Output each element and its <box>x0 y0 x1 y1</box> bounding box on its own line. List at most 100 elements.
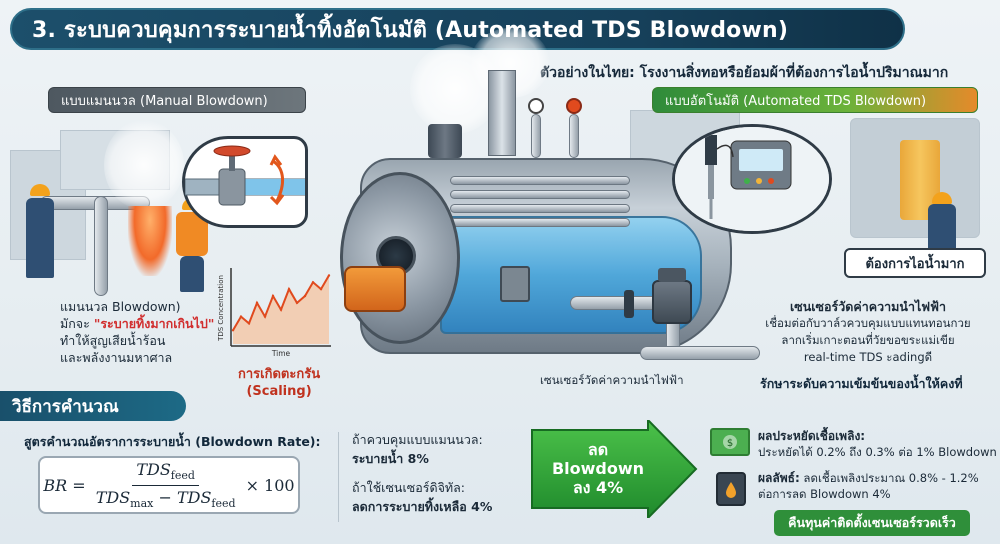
manual-compare-v: ระบายน้ำ 8% <box>352 451 429 466</box>
manual-pipe-down <box>94 196 108 296</box>
example-caption: ตัวอย่างในไทย: โรงงานสิ่งทอหรือย้อมผ้าที… <box>540 65 949 81</box>
payback-badge: คืนทุนค่าติดตั้งเซนเซอร์รวดเร็ว <box>774 510 970 536</box>
formula-den-b: TDS <box>176 487 212 507</box>
formula-den-a-sub: max <box>130 496 154 510</box>
manual-desc-prefix: มักจะ <box>60 316 94 331</box>
reduction-arrow <box>530 417 698 521</box>
auto-valve-icon <box>652 280 692 324</box>
digital-compare-q: ถ้าใช้เซนเซอร์ดิจิทัล: <box>352 480 466 495</box>
auto-description: เซนเซอร์วัดค่าความนำไฟฟ้า เชื่อมต่อกับวา… <box>742 298 994 366</box>
hot-water-spray <box>128 206 172 276</box>
arrow-line1: ลด <box>587 440 609 459</box>
scaling-label: การเกิดตะกรัน (Scaling) <box>238 366 320 400</box>
conductivity-meter-icon <box>675 127 829 231</box>
auto-valve-actuator <box>658 268 686 282</box>
chart-ylabel: TDS Concentration <box>217 275 225 342</box>
worker-right-helmet <box>932 192 952 204</box>
worker-left <box>26 198 54 278</box>
manual-desc-line3: ทำให้สูญเสียน้ำร้อน <box>60 333 166 348</box>
digital-compare: ถ้าใช้เซนเซอร์ดิจิทัล: ลดการระบายทิ้งเหล… <box>352 478 492 516</box>
fuel-saving-text: ประหยัดได้ 0.2% ถึง 0.3% ต่อ 1% Blowdown <box>758 445 997 459</box>
chart-point <box>319 287 323 291</box>
blowdown-pipe-out <box>640 346 760 360</box>
formula-den-a: TDS <box>95 487 131 507</box>
valve-inset <box>182 136 308 228</box>
manual-compare-q: ถ้าควบคุมแบบแมนนวล: <box>352 432 483 447</box>
auto-blowdown-pill: แบบอัตโนมัติ (Automated TDS Blowdown) <box>652 87 978 113</box>
auto-sensor-line1: เชื่อมต่อกับวาล์วควบคุมแบบแทนทอนกวย <box>765 316 971 330</box>
fuel-saving-title: ผลประหยัดเชื้อเพลิง: <box>758 429 866 443</box>
manual-blowdown-label: แบบแมนนวล (Manual Blowdown) <box>61 93 268 109</box>
boiler-stack <box>428 124 462 158</box>
formula-num-sub: feed <box>170 469 195 483</box>
result-line2: ต่อการลด Blowdown 4% <box>758 487 891 501</box>
fuel-drop-icon <box>726 482 736 498</box>
manual-desc-line1: แมนนวล Blowdown) <box>60 299 181 314</box>
reduction-arrow-icon <box>531 417 698 521</box>
fire-tube-4 <box>450 218 630 227</box>
arrow-line2: Blowdown <box>551 459 645 478</box>
chart-point <box>263 315 267 318</box>
formula-lhs: BR = <box>43 475 86 495</box>
boiler-sensor-label: เซนเซอร์วัดค่าความนำไฟฟ้า <box>540 373 684 387</box>
pressure-gauge-icon <box>528 98 544 114</box>
tds-chart: TDS Concentration Time <box>213 264 335 360</box>
valve-icon <box>184 145 306 206</box>
worker-center-legs <box>180 256 204 292</box>
digital-compare-v: ลดการระบายทิ้งเหลือ 4% <box>352 499 493 514</box>
reduction-arrow-text: ลด Blowdown ลง 4% <box>544 440 652 497</box>
svg-text:$: $ <box>727 438 733 449</box>
formula-den-b-sub: feed <box>211 496 236 510</box>
manual-steam-cloud <box>104 120 184 210</box>
result: ผลลัพธ์: ลดเชื้อเพลิงประมาณ 0.8% - 1.2% … <box>758 470 979 502</box>
worker-left-helmet <box>30 184 50 196</box>
chart-point <box>239 315 243 318</box>
page-title-text: 3. ระบบควบคุมการระบายน้ำทิ้งอัตโนมัติ (A… <box>32 17 789 43</box>
chart-area-fill <box>233 275 329 344</box>
chart-point <box>311 281 315 284</box>
calc-banner-text: วิธีการคำนวณ <box>12 396 119 417</box>
formula-times: × 100 <box>245 475 295 495</box>
chart-point <box>231 329 235 332</box>
control-label: รักษาระดับความเข้มข้นของน้ำให้คงที่ <box>760 376 963 391</box>
chart-point <box>287 287 291 291</box>
result-text1: ลดเชื้อเพลิงประมาณ 0.8% - 1.2% <box>799 471 979 485</box>
fire-tube-2 <box>450 190 630 199</box>
auto-blowdown-label: แบบอัตโนมัติ (Automated TDS Blowdown) <box>665 93 927 109</box>
need-steam-label: ต้องการไอน้ำมาก <box>844 248 986 278</box>
scaling-line1: การเกิดตะกรัน <box>238 367 321 382</box>
payback-text: คืนทุนค่าติดตั้งเซนเซอร์รวดเร็ว <box>788 515 956 530</box>
formula-fraction: TDSfeed TDSmax − TDSfeed <box>92 460 240 509</box>
manual-compare: ถ้าควบคุมแบบแมนนวล: ระบายน้ำ 8% <box>352 430 483 468</box>
chart-point <box>255 301 259 305</box>
manual-desc-highlight: "ระบายทิ้งมากเกินไป" <box>93 316 215 331</box>
manual-desc-line2: มักจะ "ระบายทิ้งมากเกินไป" <box>60 315 214 332</box>
fire-tube-1 <box>450 176 630 185</box>
scaling-line2: (Scaling) <box>246 384 312 399</box>
manual-desc-line4: และพลังงานมหาศาล <box>60 350 173 365</box>
boiler-chimney <box>488 70 516 156</box>
formula-num-text: TDS <box>136 460 171 480</box>
chart-point <box>271 294 275 298</box>
fuel-can-icon <box>716 472 746 506</box>
formula-denominator: TDSmax − TDSfeed <box>92 486 240 510</box>
formula-numerator: TDSfeed <box>132 460 199 486</box>
chart-point <box>247 322 251 325</box>
chart-point <box>279 308 283 311</box>
sensor-probe-icon <box>624 290 634 318</box>
manual-description: แมนนวล Blowdown) มักจะ "ระบายทิ้งมากเกิน… <box>60 298 214 366</box>
fire-tube-3 <box>450 204 630 213</box>
valve-wheel-icon <box>566 98 582 114</box>
result-line1: ผลลัพธ์: ลดเชื้อเพลิงประมาณ 0.8% - 1.2% <box>758 470 979 486</box>
burner-unit <box>344 266 406 312</box>
arrow-line3: ลง 4% <box>572 478 624 497</box>
valve-stem <box>569 114 579 158</box>
sensor-inset <box>672 124 832 234</box>
formula-den-minus: − <box>153 487 177 507</box>
chart-point <box>295 301 299 305</box>
manual-blowdown-pill: แบบแมนนวล (Manual Blowdown) <box>48 87 306 113</box>
auto-sensor-line2: ลากเริ่มเกาะตอนที่วัยขอขระแม่เขีย <box>781 333 955 347</box>
fuel-saving: ผลประหยัดเชื้อเพลิง: ประหยัดได้ 0.2% ถึง… <box>758 428 997 460</box>
money-symbol-icon: $ <box>723 435 737 449</box>
chart-point <box>303 294 307 298</box>
